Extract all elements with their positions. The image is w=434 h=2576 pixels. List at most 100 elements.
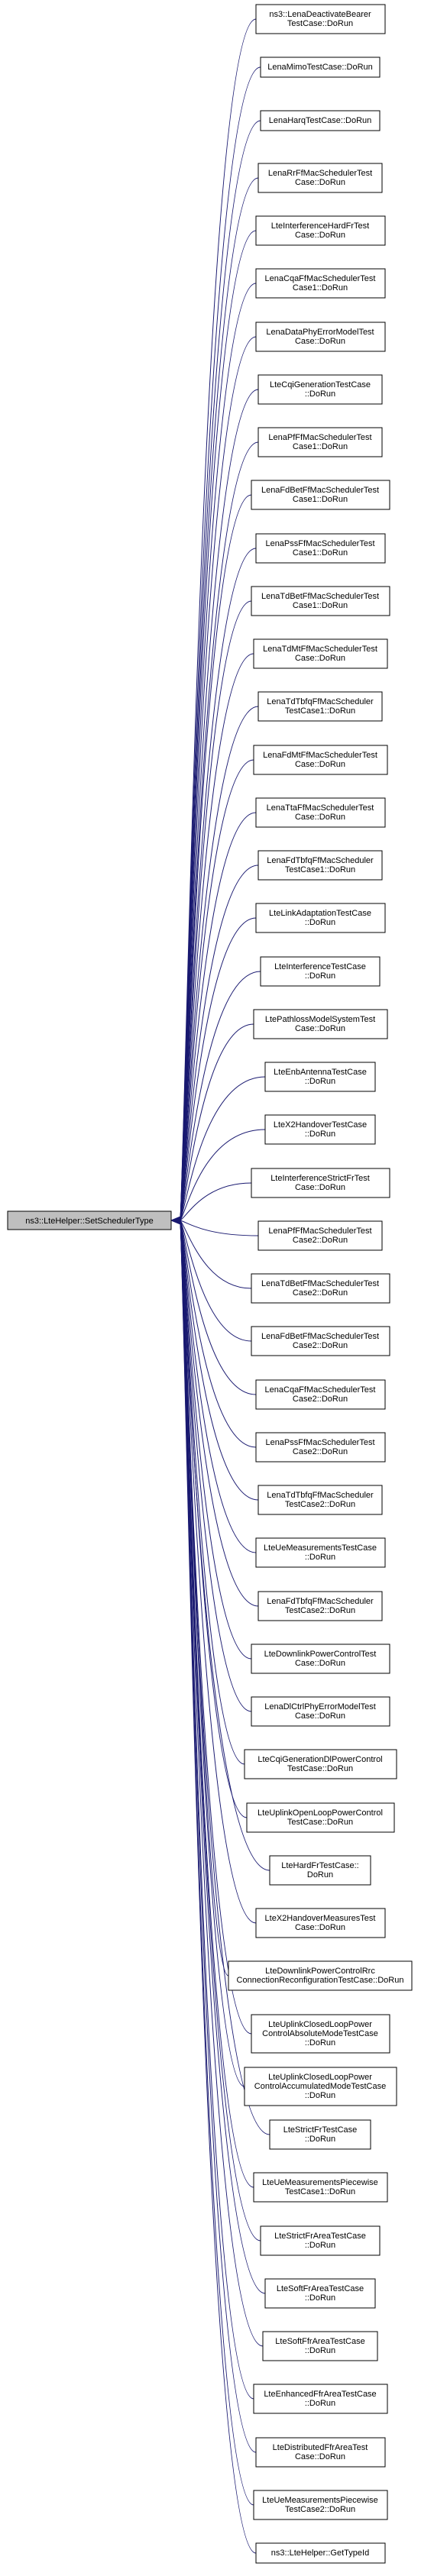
caller-node-label[interactable]: LteCqiGenerationDlPowerControl [257,1755,382,1764]
caller-node-label[interactable]: LteInterferenceTestCase [274,962,366,971]
caller-node[interactable]: LenaHarqTestCase::DoRun [260,110,381,131]
caller-node-label[interactable]: Case1::DoRun [293,442,348,451]
caller-node-label[interactable]: LtePathlossModelSystemTest [265,1015,375,1024]
caller-node-label[interactable]: Case::DoRun [295,2452,345,2461]
caller-node[interactable]: LteUplinkClosedLoopPowerControlAbsoluteM… [251,2014,390,2054]
caller-node-label[interactable]: LteUeMeasurementsTestCase [264,1543,377,1553]
caller-node-label[interactable]: ControlAccumulatedModeTestCase [254,2082,386,2091]
caller-node-label[interactable]: LenaTdBetFfMacSchedulerTest [261,592,379,601]
caller-node-label[interactable]: ::DoRun [305,2346,335,2355]
caller-node[interactable]: LteStrictFrTestCase::DoRun [269,2119,371,2150]
caller-node-label[interactable]: Case::DoRun [295,1183,345,1192]
caller-node-label[interactable]: Case2::DoRun [293,1447,348,1456]
caller-node-label[interactable]: LteHardFrTestCase:: [281,1861,358,1870]
caller-node-label[interactable]: TestCase::DoRun [287,19,353,28]
caller-node[interactable]: LteInterferenceTestCase::DoRun [260,956,381,987]
caller-node-label[interactable]: LenaDlCtrlPhyErrorModelTest [264,1702,376,1711]
caller-node-label[interactable]: LteUplinkClosedLoopPower [268,2073,372,2082]
caller-node-label[interactable]: LenaCqaFfMacSchedulerTest [265,274,376,283]
focus-node-label[interactable]: ns3::LteHelper::SetSchedulerType [25,1217,154,1226]
caller-node-label[interactable]: LteUeMeasurementsPiecewise [262,2496,378,2505]
caller-node-label[interactable]: Case2::DoRun [293,1288,348,1298]
caller-node-label[interactable]: LteX2HandoverMeasuresTest [265,1914,376,1923]
caller-node-label[interactable]: Case::DoRun [295,178,345,187]
caller-node-label[interactable]: Case2::DoRun [293,1395,348,1404]
caller-node-label[interactable]: Case2::DoRun [293,1236,348,1245]
caller-node[interactable]: LteX2HandoverTestCase::DoRun [264,1114,376,1145]
caller-node-label[interactable]: Case::DoRun [295,654,345,663]
caller-node-label[interactable]: LenaTdBetFfMacSchedulerTest [261,1279,379,1288]
caller-node-label[interactable]: TestCase::DoRun [287,1764,353,1773]
caller-node-label[interactable]: Case2::DoRun [293,1341,348,1350]
caller-node-label[interactable]: ::DoRun [305,971,335,981]
caller-node-label[interactable]: ::DoRun [305,1553,335,1562]
caller-node-label[interactable]: ::DoRun [305,2038,335,2048]
caller-node-label[interactable]: TestCase2::DoRun [285,1606,355,1615]
caller-node-label[interactable]: Case::DoRun [295,1659,345,1668]
caller-node[interactable]: LenaMimoTestCase::DoRun [260,57,381,78]
caller-node-label[interactable]: Case1::DoRun [293,495,348,504]
caller-node-label[interactable]: TestCase2::DoRun [285,1500,355,1509]
caller-node-label[interactable]: LenaHarqTestCase::DoRun [269,116,372,125]
caller-node-label[interactable]: LteInterferenceStrictFrTest [270,1174,370,1183]
caller-node-label[interactable]: LteDownlinkPowerControlRrc [265,1967,375,1976]
caller-node-label[interactable]: ::DoRun [305,389,335,399]
caller-node[interactable]: LteSoftFrAreaTestCase::DoRun [264,2278,376,2309]
caller-node[interactable]: ns3::LteHelper::GetTypeId [255,2542,386,2564]
caller-node-label[interactable]: LenaPfFfMacSchedulerTest [268,433,371,442]
caller-node-label[interactable]: Case::DoRun [295,1923,345,1932]
caller-node[interactable]: LteStrictFrAreaTestCase::DoRun [260,2225,381,2256]
caller-node[interactable]: LteCqiGenerationTestCase::DoRun [257,374,383,405]
caller-node[interactable]: LteUplinkOpenLoopPowerControlTestCase::D… [246,1802,395,1833]
caller-node-label[interactable]: LenaTdTbfqFfMacScheduler [267,697,374,706]
caller-node[interactable]: LteEnhancedFfrAreaTestCase::DoRun [253,2384,388,2414]
caller-node[interactable]: LteEnbAntennaTestCase::DoRun [264,1062,376,1092]
caller-node-label[interactable]: LenaPfFfMacSchedulerTest [268,1227,371,1236]
caller-node-label[interactable]: ns3::LteHelper::GetTypeId [271,2549,369,2558]
caller-node[interactable]: LteUeMeasurementsPiecewiseTestCase1::DoR… [253,2172,388,2203]
caller-node-label[interactable]: TestCase1::DoRun [285,2187,355,2196]
caller-node[interactable]: LteUeMeasurementsPiecewiseTestCase2::DoR… [253,2490,388,2520]
caller-node-label[interactable]: TestCase1::DoRun [285,865,355,874]
caller-node-label[interactable]: LteSoftFfrAreaTestCase [275,2337,364,2346]
caller-node-label[interactable]: Case1::DoRun [293,283,348,293]
caller-node-label[interactable]: LenaPssFfMacSchedulerTest [265,539,374,548]
caller-node-label[interactable]: Case::DoRun [295,813,345,822]
caller-node-label[interactable]: LteDistributedFfrAreaTest [273,2443,368,2452]
caller-node-label[interactable]: LteUplinkClosedLoopPower [268,2020,372,2029]
caller-node[interactable]: LteCqiGenerationDlPowerControlTestCase::… [244,1749,397,1779]
caller-node-label[interactable]: LenaDataPhyErrorModelTest [266,328,374,337]
caller-node-label[interactable]: ::DoRun [305,2135,335,2144]
caller-node-label[interactable]: LteDownlinkPowerControlTest [264,1650,377,1659]
caller-node-label[interactable]: LteStrictFrAreaTestCase [274,2232,366,2241]
caller-node-label[interactable]: ::DoRun [305,2399,335,2408]
caller-node-label[interactable]: Case::DoRun [295,1024,345,1033]
caller-node[interactable]: LteUeMeasurementsTestCase::DoRun [255,1537,386,1568]
caller-node-label[interactable]: LenaFdTbfqFfMacScheduler [267,1597,374,1606]
caller-node-label[interactable]: Case::DoRun [295,231,345,240]
caller-node-label[interactable]: LteEnhancedFfrAreaTestCase [264,2390,376,2399]
caller-node[interactable]: LteSoftFfrAreaTestCase::DoRun [262,2331,378,2361]
caller-node-label[interactable]: ::DoRun [305,2241,335,2250]
caller-node-label[interactable]: ns3::LenaDeactivateBearer [269,10,371,19]
